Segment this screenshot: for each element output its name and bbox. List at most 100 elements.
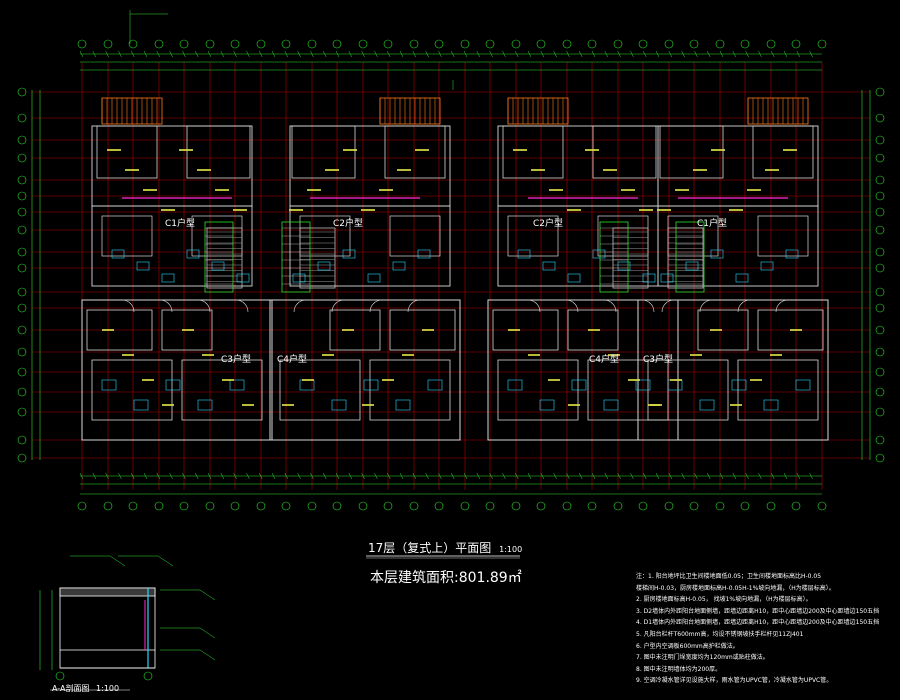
axis-bubble	[664, 39, 674, 49]
axis-bubble	[256, 501, 266, 511]
axis-bubble	[875, 303, 885, 313]
section-outline	[59, 587, 156, 669]
stair-outline	[612, 227, 649, 289]
dimension-tick	[335, 50, 340, 58]
dimension-lines	[17, 10, 885, 511]
room-outline	[507, 215, 559, 257]
room-outline	[757, 215, 809, 257]
fixture-outline	[617, 261, 631, 271]
axis-bubble	[875, 263, 885, 273]
room-outline	[389, 215, 441, 257]
dimension-tick	[796, 50, 801, 58]
drawing-title-text: 17层（复式上）平面图	[368, 541, 492, 555]
dimension-tick	[514, 50, 519, 58]
unit-middle-outline	[657, 205, 819, 287]
dimension-tick	[169, 50, 173, 58]
dimension-tick	[732, 472, 737, 480]
door-swing	[565, 299, 579, 313]
axis-bubble	[875, 347, 885, 357]
fixture-outline	[186, 249, 200, 259]
dimension-tick	[540, 472, 545, 480]
dimension-tick	[143, 50, 148, 58]
dimension-tick	[399, 50, 404, 58]
section-leader	[109, 555, 126, 567]
dimension-tick	[706, 472, 711, 480]
dimension-tick	[630, 472, 634, 480]
axis-bubble	[511, 501, 521, 511]
unit-lower-outline	[81, 299, 273, 441]
dimension-tick	[310, 50, 314, 58]
axis-bubble	[689, 39, 699, 49]
dimension-tick	[655, 50, 660, 58]
dimension-tick	[783, 472, 788, 480]
fixture-outline	[197, 399, 213, 411]
dimension-tick	[668, 472, 673, 480]
unit-type-label-lower: C3户型	[221, 353, 251, 365]
balcony-outline	[507, 97, 569, 125]
axis-bubble	[77, 39, 87, 49]
dimension-tick	[502, 50, 506, 58]
dimension-tick	[809, 472, 813, 480]
fixture-outline	[731, 379, 747, 391]
axis-bubble	[17, 191, 27, 201]
dimension-tick	[809, 50, 813, 58]
dimension-tick	[412, 50, 417, 58]
dimension-tick	[450, 50, 455, 58]
axis-bubble	[205, 501, 215, 511]
core-outline	[599, 221, 629, 293]
axis-bubble	[409, 501, 419, 511]
fixture-outline	[507, 379, 523, 391]
dimension-tick	[207, 50, 212, 58]
dimension-tick	[438, 472, 442, 480]
room-outline	[291, 125, 356, 179]
balcony-outline	[747, 97, 809, 125]
dimension-tick	[719, 472, 724, 480]
dimension-tick	[220, 472, 225, 480]
dimension-tick	[322, 472, 327, 480]
dimension-tick	[143, 472, 148, 480]
axis-bubble	[358, 39, 368, 49]
dimension-tick	[681, 472, 685, 480]
dimension-tick	[745, 472, 749, 480]
unit-type-label-upper: C2户型	[533, 217, 563, 229]
axis-bubble	[17, 303, 27, 313]
fixture-outline	[735, 273, 749, 283]
room-outline	[161, 309, 213, 351]
axis-bubble	[638, 501, 648, 511]
axis-bubble	[791, 501, 801, 511]
axis-bubble	[17, 367, 27, 377]
axis-bubble	[715, 501, 725, 511]
axis-bubble	[307, 501, 317, 511]
dimension-tick	[463, 472, 468, 480]
axis-bubble	[817, 501, 827, 511]
dimension-tick	[514, 472, 519, 480]
axis-bubble	[17, 407, 27, 417]
fixture-outline	[542, 261, 556, 271]
dimension-tick	[348, 50, 353, 58]
unit-upper-outline	[497, 125, 659, 207]
fixture-outline	[236, 273, 250, 283]
axis-bubble	[536, 501, 546, 511]
dimension-tick	[681, 50, 685, 58]
dimension-tick	[399, 472, 404, 480]
note-line: 5. 凡阳台栏杆T600mm高，均设不锈钢坡扶手栏杆见11ZJ401	[636, 630, 804, 638]
room-outline	[101, 215, 153, 257]
dimension-tick	[796, 472, 801, 480]
dimension-tick	[668, 50, 673, 58]
fixture-outline	[710, 249, 724, 259]
axis-bubble	[103, 39, 113, 49]
dimension-tick	[770, 472, 775, 480]
axis-bubble	[55, 671, 65, 681]
section-leader	[199, 589, 216, 601]
dimension-tick	[297, 50, 301, 58]
unit-lower-outline	[487, 299, 679, 441]
axis-bubble	[17, 247, 27, 257]
section-slab	[59, 587, 156, 597]
axis-bubble	[143, 671, 153, 681]
dimension-tick	[194, 472, 199, 480]
fixture-outline	[763, 399, 779, 411]
dimension-tick	[783, 50, 788, 58]
room-outline	[186, 125, 251, 179]
balcony-outline	[101, 97, 163, 125]
dimension-tick	[374, 50, 378, 58]
